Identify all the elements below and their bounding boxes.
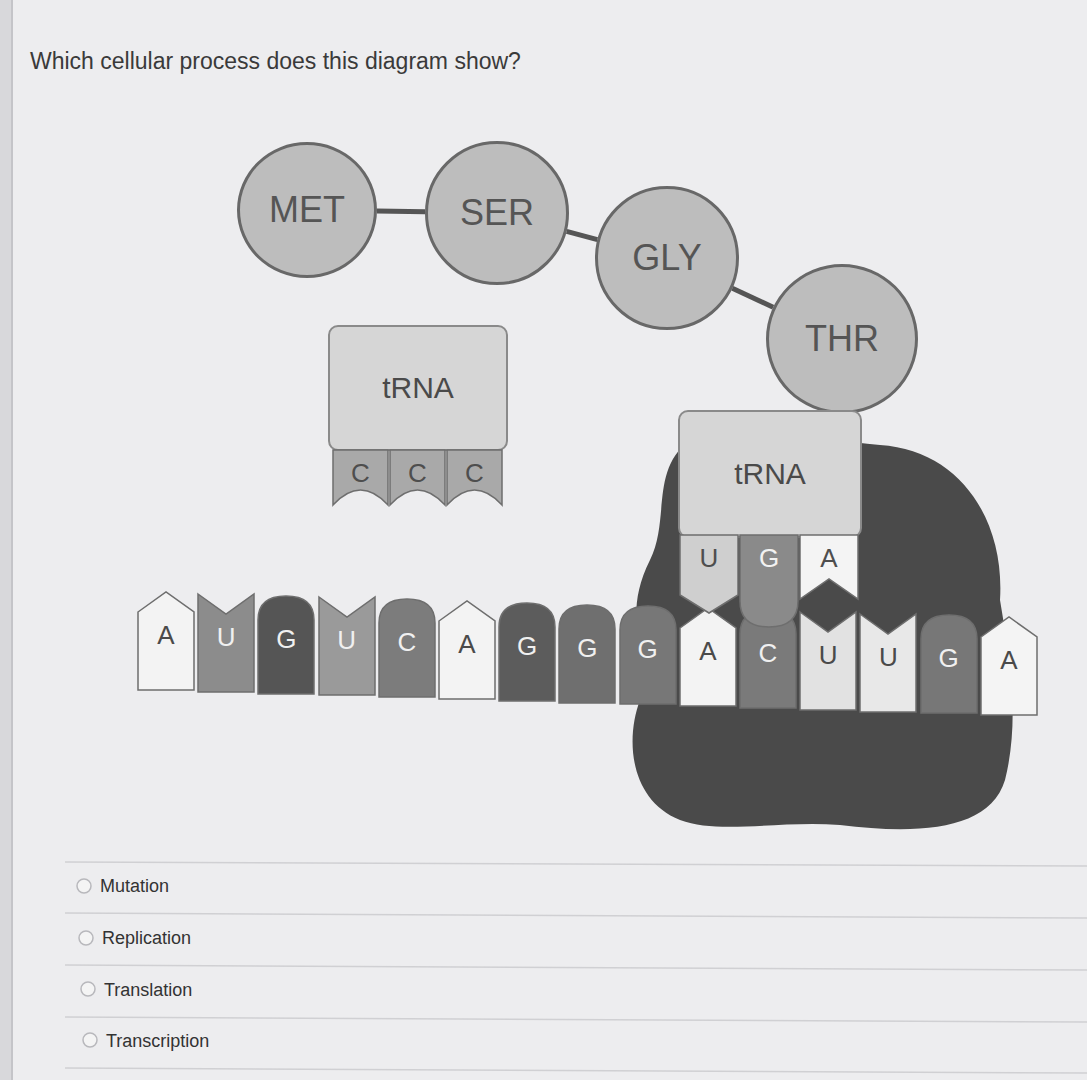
- amino-acid-circle: GLY: [595, 186, 739, 330]
- mrna-base: G: [559, 605, 615, 703]
- mrna-base: G: [921, 615, 977, 713]
- amino-acid-name: MET: [269, 189, 345, 231]
- base-letter: U: [700, 543, 719, 574]
- mrna-base: A: [138, 592, 194, 690]
- trna-label: tRNA: [734, 457, 806, 491]
- base-outline: [390, 450, 445, 505]
- mrna-base: G: [258, 596, 314, 694]
- base-outline: [499, 603, 555, 701]
- anticodon-base: A: [800, 535, 858, 599]
- base-outline: [138, 592, 194, 690]
- anticodon-base: C: [390, 450, 445, 505]
- base-outline: [198, 594, 254, 692]
- base-letter: U: [337, 625, 356, 656]
- base-letter: G: [276, 624, 296, 655]
- base-letter: G: [577, 633, 597, 664]
- base-letter: G: [759, 543, 779, 574]
- base-letter: G: [637, 634, 657, 665]
- base-outline: [740, 610, 796, 708]
- peptide-bond: [377, 209, 425, 215]
- mrna-base: A: [981, 617, 1037, 715]
- base-outline: [981, 617, 1037, 715]
- trna-box: tRNA: [678, 410, 862, 538]
- base-letter: C: [408, 458, 427, 489]
- card: [12, 0, 1087, 1080]
- base-letter: A: [820, 543, 837, 574]
- anticodon-base: U: [680, 535, 738, 613]
- base-letter: A: [157, 620, 174, 651]
- base-letter: G: [938, 643, 958, 674]
- amino-acid-circle: SER: [425, 141, 569, 285]
- answer-option: Mutation: [100, 876, 169, 897]
- base-outline: [333, 450, 388, 505]
- answer-option: Replication: [102, 928, 191, 949]
- base-outline: [921, 615, 977, 713]
- mrna-base: G: [620, 606, 676, 704]
- base-letter: A: [458, 629, 475, 660]
- amino-acid-name: SER: [460, 192, 534, 234]
- base-outline: [559, 605, 615, 703]
- trna-label: tRNA: [382, 371, 454, 405]
- amino-acid-circle: MET: [237, 142, 377, 278]
- base-letter: U: [819, 640, 838, 671]
- trna-box: tRNA: [328, 325, 508, 451]
- base-outline: [680, 535, 738, 613]
- base-letter: G: [517, 631, 537, 662]
- mrna-base: U: [860, 614, 916, 712]
- mrna-base: U: [800, 612, 856, 710]
- peptide-bond: [567, 231, 598, 239]
- base-letter: C: [465, 458, 484, 489]
- mrna-base: U: [198, 594, 254, 692]
- peptide-bond: [732, 288, 773, 307]
- answer-option: Translation: [104, 980, 192, 1001]
- amino-acid-circle: THR: [766, 264, 918, 414]
- base-outline: [740, 535, 798, 627]
- base-outline: [860, 614, 916, 712]
- base-letter: C: [759, 638, 778, 669]
- option-separators: [65, 862, 1087, 1073]
- base-outline: [680, 608, 736, 706]
- mrna-base: C: [379, 599, 435, 697]
- base-outline: [447, 450, 502, 505]
- base-outline: [258, 596, 314, 694]
- base-outline: [800, 612, 856, 710]
- answer-option: Transcription: [106, 1031, 209, 1052]
- anticodon-base: C: [333, 450, 388, 505]
- base-letter: U: [879, 642, 898, 673]
- base-outline: [620, 606, 676, 704]
- base-letter: C: [397, 627, 416, 658]
- base-outline: [379, 599, 435, 697]
- amino-acid-name: GLY: [632, 237, 701, 279]
- base-outline: [319, 597, 375, 695]
- mrna-base: U: [319, 597, 375, 695]
- base-letter: U: [217, 622, 236, 653]
- base-outline: [439, 601, 495, 699]
- base-letter: A: [1000, 645, 1017, 676]
- radio-buttons: [77, 879, 97, 1047]
- mrna-base: G: [499, 603, 555, 701]
- anticodon-base: G: [740, 535, 798, 627]
- amino-acid-name: THR: [805, 318, 879, 360]
- mrna-base: A: [439, 601, 495, 699]
- base-letter: A: [699, 636, 716, 667]
- mrna-base: A: [680, 608, 736, 706]
- anticodon-base: C: [447, 450, 502, 505]
- base-outline: [800, 535, 858, 599]
- card-edge: [11, 0, 13, 1080]
- base-letter: C: [351, 458, 370, 489]
- question-title: Which cellular process does this diagram…: [30, 48, 521, 75]
